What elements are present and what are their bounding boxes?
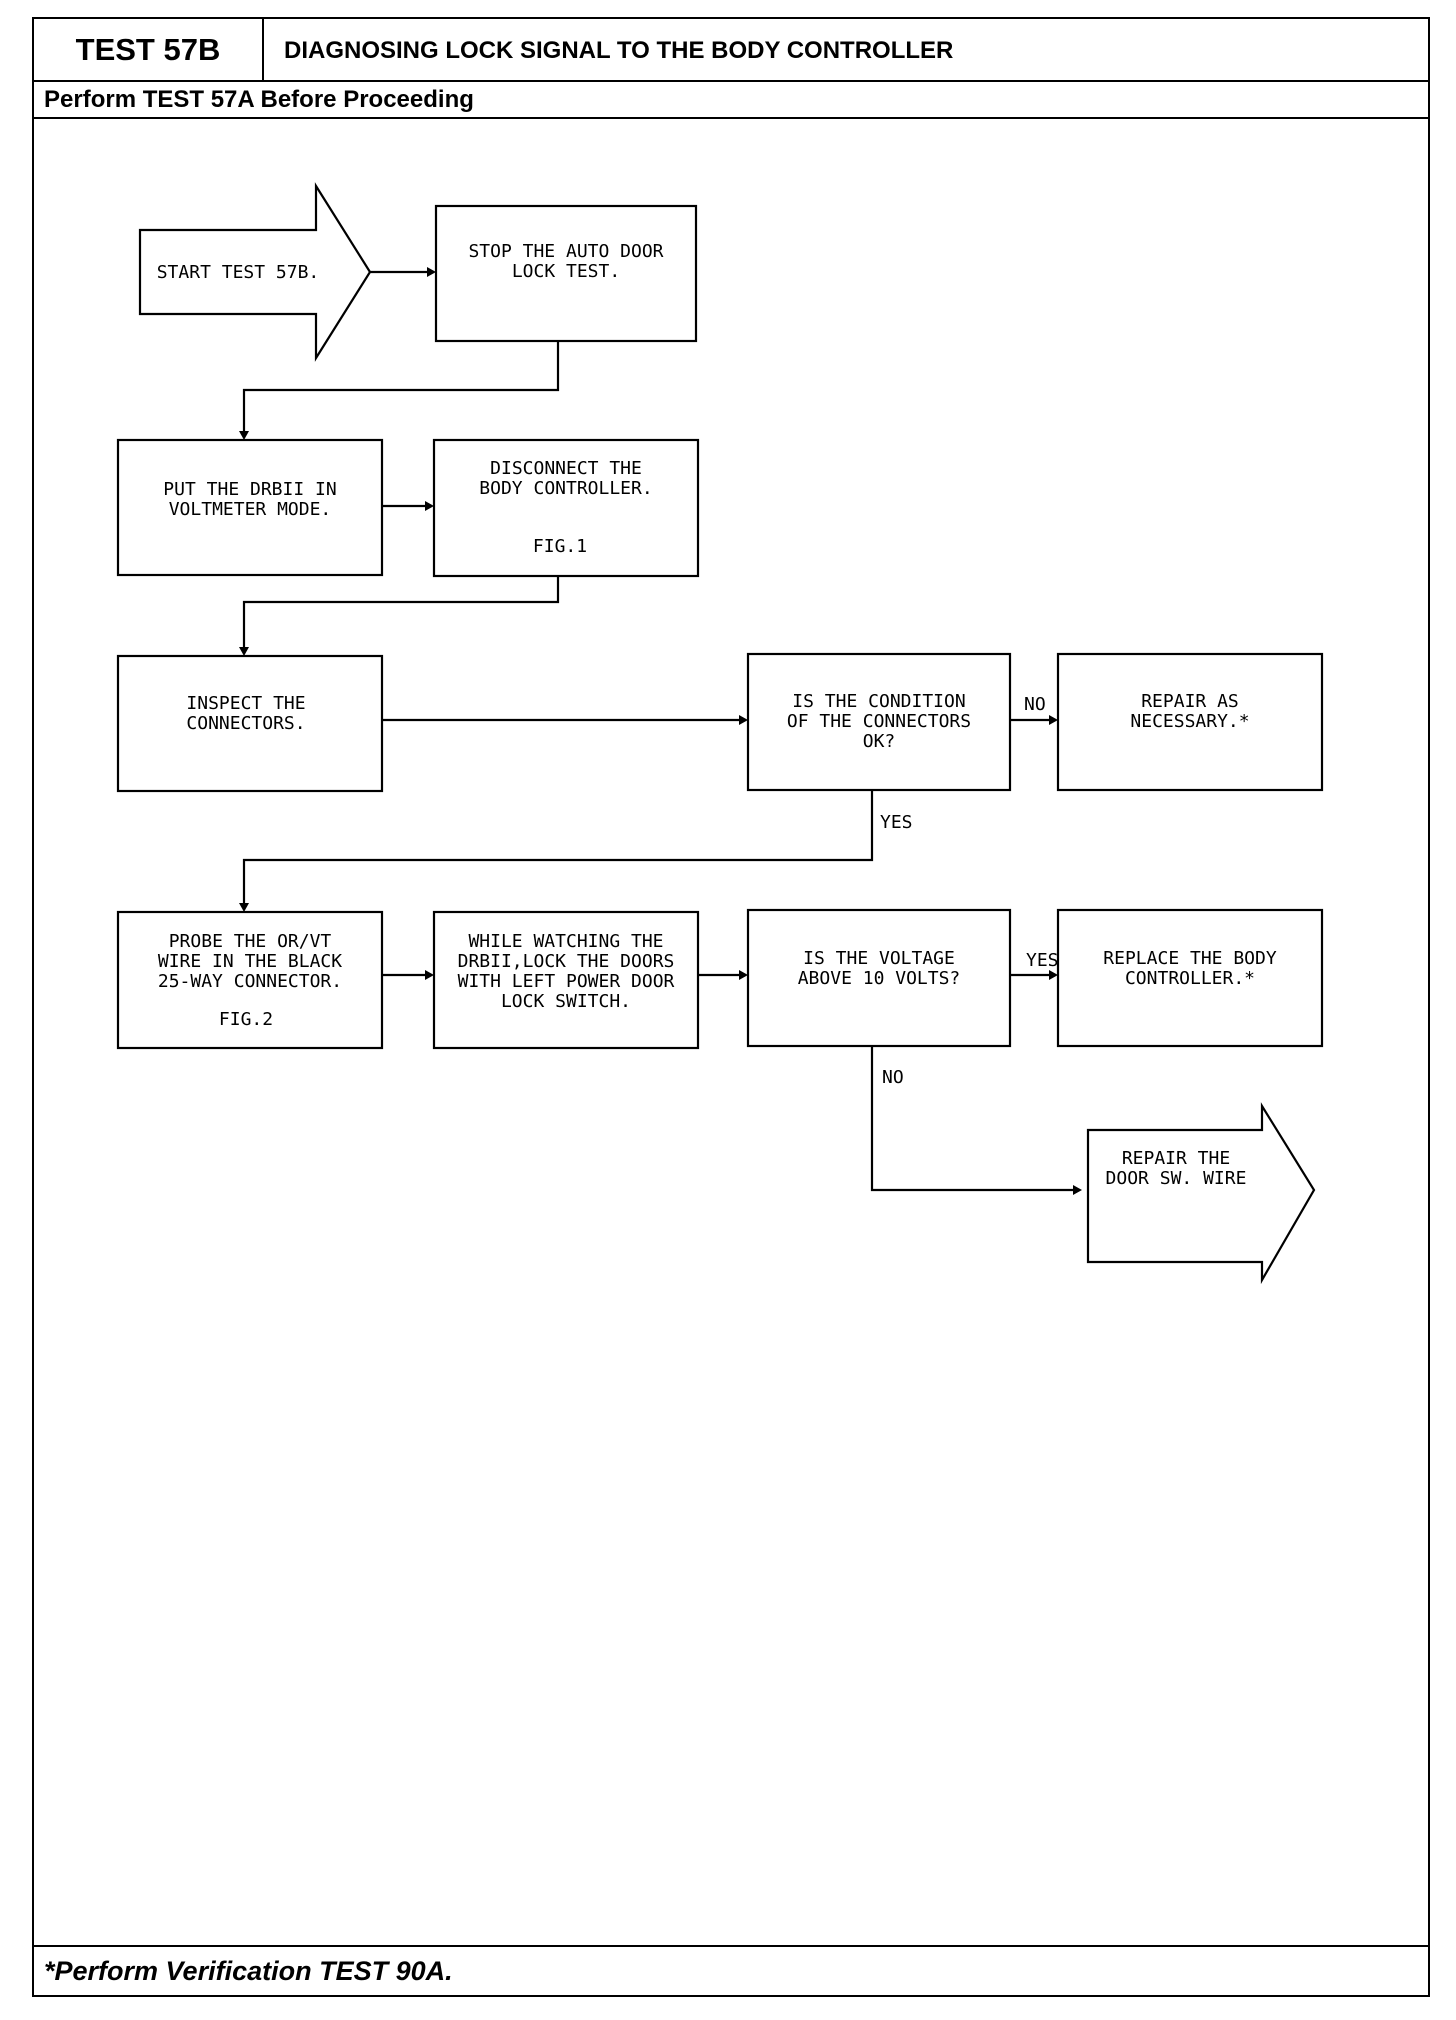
verification-note: *Perform Verification TEST 90A. (44, 1956, 453, 1986)
connector-disconnect-inspect (242, 576, 560, 650)
yes-label-2: YES (1026, 950, 1059, 971)
node-text-line: REPAIR AS (1141, 691, 1239, 712)
arrowhead (239, 903, 249, 912)
test-title: DIAGNOSING LOCK SIGNAL TO THE BODY CONTR… (284, 37, 954, 64)
arrowhead (239, 431, 249, 440)
arrowhead (425, 970, 434, 980)
node-text-line: REPAIR THE (1122, 1148, 1230, 1169)
start-node: START TEST 57B. (138, 182, 372, 362)
connector-decision-probe (242, 790, 874, 906)
node-text-line: CONTROLLER.* (1125, 968, 1255, 989)
prerequisite-note: Perform TEST 57A Before Proceeding (44, 86, 474, 113)
node-text-line: PUT THE DRBII IN (163, 479, 336, 500)
node-text-line: BODY CONTROLLER. (479, 478, 652, 499)
arrowhead (427, 267, 436, 277)
node-text-line: INSPECT THE (186, 693, 305, 714)
arrowhead (1049, 970, 1058, 980)
arrowhead (425, 501, 434, 511)
node-text-line: START TEST 57B. (157, 262, 320, 283)
no-label-2: NO (882, 1067, 904, 1088)
test-id: TEST 57B (34, 19, 264, 80)
fig2-label: FIG.2 (219, 1009, 273, 1030)
node-text-line: PROBE THE OR/VT (169, 931, 332, 952)
node-text-line: 25-WAY CONNECTOR. (158, 971, 342, 992)
prerequisite-row: Perform TEST 57A Before Proceeding (34, 82, 1428, 119)
node-text-line: LOCK SWITCH. (501, 991, 631, 1012)
node-text-line: CONNECTORS. (186, 713, 305, 734)
node-text-line: OK? (863, 731, 896, 752)
node-text-line: VOLTMETER MODE. (169, 499, 332, 520)
arrowhead (1073, 1185, 1082, 1195)
node-text-line: WIRE IN THE BLACK (158, 951, 342, 972)
connector-voltage-repairwire (870, 1045, 1076, 1192)
node-text-line: OF THE CONNECTORS (787, 711, 971, 732)
node-text-line: IS THE CONDITION (792, 691, 965, 712)
node-text-line: DRBII,LOCK THE DOORS (458, 951, 675, 972)
node-text-line: NECESSARY.* (1130, 711, 1249, 732)
node-text-line: LOCK TEST. (512, 261, 620, 282)
node-text-line: DOOR SW. WIRE (1106, 1168, 1247, 1189)
connectors (239, 267, 1082, 1195)
start-text: START TEST 57B. (157, 262, 320, 283)
node-text-line: ABOVE 10 VOLTS? (798, 968, 961, 989)
page-frame: TEST 57B DIAGNOSING LOCK SIGNAL TO THE B… (32, 17, 1430, 1997)
arrowhead (239, 647, 249, 656)
yes-label-1: YES (880, 812, 913, 833)
node-text-line: WHILE WATCHING THE (468, 931, 663, 952)
node-text-line: DISCONNECT THE (490, 458, 642, 479)
header-row: TEST 57B DIAGNOSING LOCK SIGNAL TO THE B… (34, 19, 1428, 82)
node-text-line: IS THE VOLTAGE (803, 948, 955, 969)
node-text-line: REPLACE THE BODY (1103, 948, 1277, 969)
arrowhead (1049, 715, 1058, 725)
node-text-line: WITH LEFT POWER DOOR (458, 971, 675, 992)
no-label-1: NO (1024, 694, 1046, 715)
footer-row: *Perform Verification TEST 90A. (34, 1945, 1428, 1995)
fig1-label: FIG.1 (533, 536, 587, 557)
connector-stop-voltmeter (242, 341, 560, 434)
node-text-line: STOP THE AUTO DOOR (468, 241, 663, 262)
arrowhead (739, 715, 748, 725)
arrowhead (739, 970, 748, 980)
